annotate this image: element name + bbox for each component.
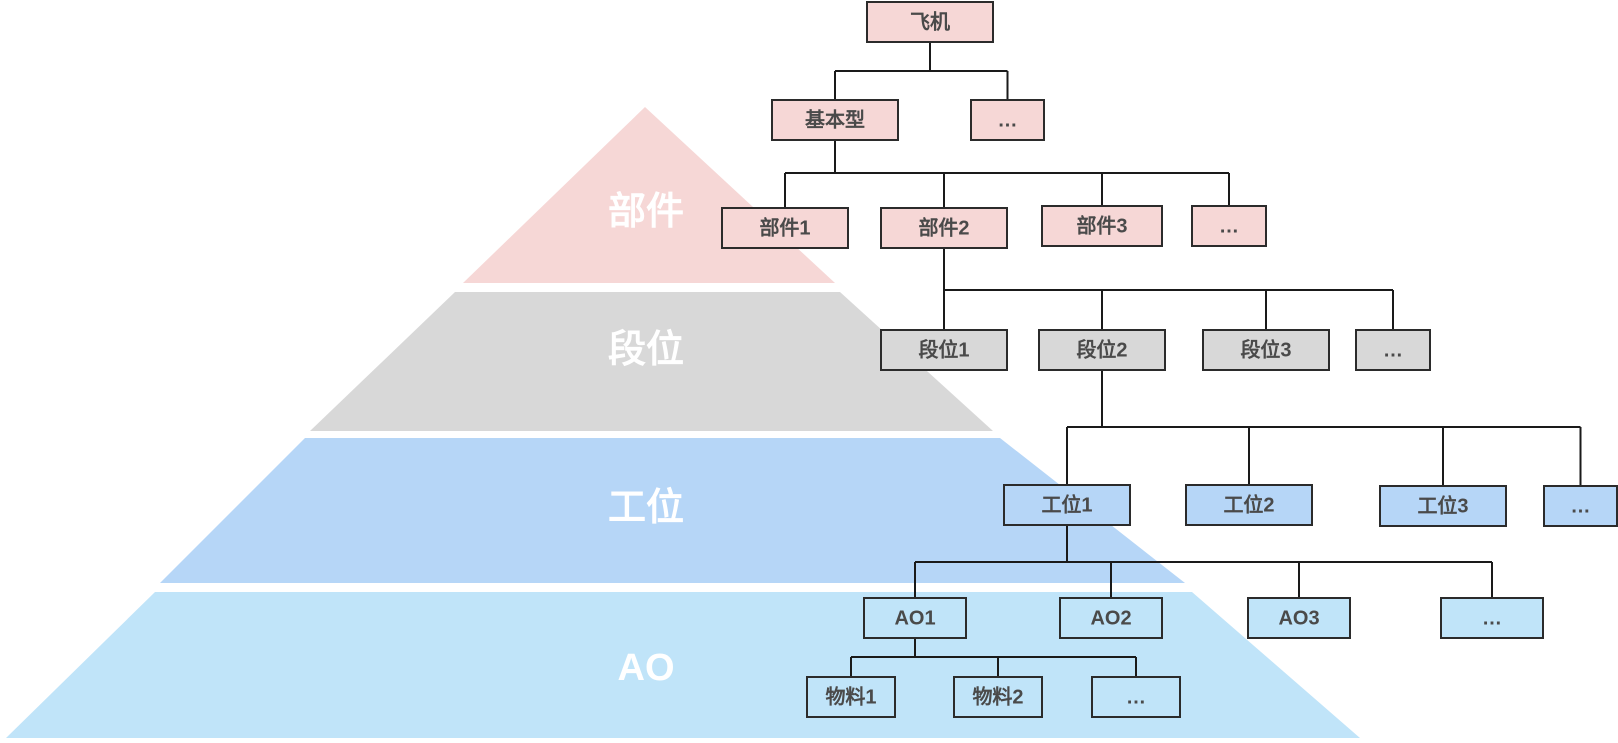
node-ao2: AO2 xyxy=(1059,597,1163,639)
node-label: 部件3 xyxy=(1076,213,1127,237)
node-bj1: 部件1 xyxy=(721,207,849,249)
node-label: 物料1 xyxy=(825,684,876,708)
tree-connectors xyxy=(784,42,1582,677)
connector-bj2 xyxy=(943,248,1394,330)
node-label: 段位1 xyxy=(918,337,969,361)
node-box xyxy=(1440,597,1544,639)
node-label: 工位3 xyxy=(1417,493,1468,517)
node-dw1: 段位1 xyxy=(880,329,1008,371)
connector-dw2 xyxy=(1066,370,1582,486)
node-label: 部件2 xyxy=(918,215,969,239)
node-box xyxy=(1003,484,1131,526)
node-basic: 基本型 xyxy=(771,99,899,141)
connector-plane xyxy=(834,42,1009,100)
node-box xyxy=(953,676,1043,718)
node-box xyxy=(970,99,1045,141)
pyramid-label-ao: AO xyxy=(618,647,675,689)
node-label: … xyxy=(1571,495,1591,517)
node-box xyxy=(1091,676,1181,718)
node-label: 段位3 xyxy=(1240,337,1291,361)
node-box xyxy=(1355,329,1431,371)
node-box xyxy=(880,207,1008,249)
pyramid-label-bujian: 部件 xyxy=(608,191,684,233)
node-wl1: 物料1 xyxy=(806,676,896,718)
pyramid-label-duanwei: 段位 xyxy=(608,329,684,371)
node-plane: 飞机 xyxy=(866,1,994,43)
node-gw2: 工位2 xyxy=(1185,484,1313,526)
connector-ao1 xyxy=(850,638,1137,677)
node-dw3: 段位3 xyxy=(1202,329,1330,371)
node-label: AO2 xyxy=(1090,607,1131,629)
node-box xyxy=(806,676,896,718)
node-box xyxy=(1247,597,1351,639)
node-label: 基本型 xyxy=(805,108,865,131)
node-box xyxy=(1202,329,1330,371)
node-box xyxy=(866,1,994,43)
node-box xyxy=(1191,205,1267,247)
connector-gw1 xyxy=(914,525,1493,598)
node-label: 物料2 xyxy=(972,684,1023,708)
node-label: 工位2 xyxy=(1223,492,1274,516)
node-box xyxy=(1379,485,1507,527)
node-label: 段位2 xyxy=(1076,337,1127,361)
node-box xyxy=(1041,205,1163,247)
node-box xyxy=(1185,484,1313,526)
node-gw1: 工位1 xyxy=(1003,484,1131,526)
node-label: … xyxy=(1383,339,1403,361)
node-gw_more: … xyxy=(1543,485,1618,527)
node-box xyxy=(863,597,967,639)
node-wl2: 物料2 xyxy=(953,676,1043,718)
node-l1_more: … xyxy=(970,99,1045,141)
node-label: … xyxy=(1126,686,1146,708)
node-bj_more: … xyxy=(1191,205,1267,247)
node-box xyxy=(1038,329,1166,371)
node-ao3: AO3 xyxy=(1247,597,1351,639)
node-box xyxy=(1543,485,1618,527)
node-label: … xyxy=(1482,607,1502,629)
node-label: … xyxy=(1219,215,1239,237)
node-box xyxy=(721,207,849,249)
pyramid-label-gongwei: 工位 xyxy=(608,487,684,529)
node-label: 部件1 xyxy=(759,215,810,239)
pyramid-band-duanwei xyxy=(310,292,993,431)
node-dw2: 段位2 xyxy=(1038,329,1166,371)
node-bj2: 部件2 xyxy=(880,207,1008,249)
node-label: … xyxy=(998,109,1018,131)
node-label: AO1 xyxy=(894,607,935,629)
node-box xyxy=(771,99,899,141)
node-label: AO3 xyxy=(1278,607,1319,629)
node-gw3: 工位3 xyxy=(1379,485,1507,527)
node-wl_more: … xyxy=(1091,676,1181,718)
node-box xyxy=(1059,597,1163,639)
node-ao1: AO1 xyxy=(863,597,967,639)
node-dw_more: … xyxy=(1355,329,1431,371)
node-ao_more: … xyxy=(1440,597,1544,639)
node-label: 工位1 xyxy=(1041,492,1092,516)
connector-basic xyxy=(784,140,1230,208)
node-bj3: 部件3 xyxy=(1041,205,1163,247)
node-box xyxy=(880,329,1008,371)
node-label: 飞机 xyxy=(910,9,950,33)
pyramid-band-gongwei xyxy=(160,438,1185,583)
